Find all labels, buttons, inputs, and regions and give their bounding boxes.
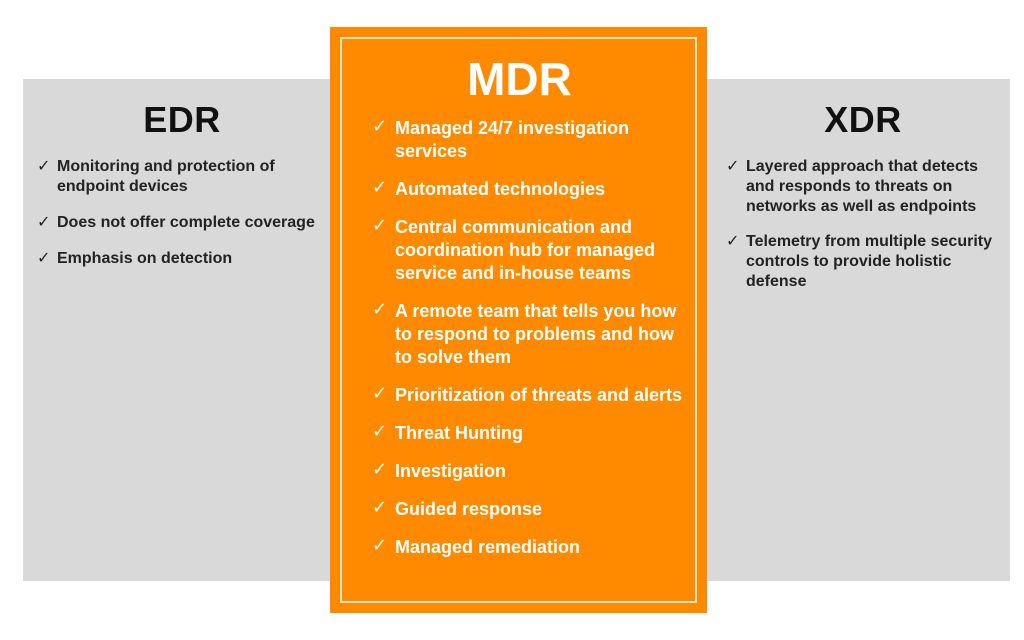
mdr-feature-text: Managed 24/7 investigation services	[395, 118, 630, 161]
xdr-feature-text: Telemetry from multiple security control…	[746, 233, 992, 290]
mdr-feature-text: Threat Hunting	[395, 423, 523, 443]
xdr-feature-text: Layered approach that detects and respon…	[746, 158, 979, 215]
mdr-feature-item: ✓ Investigation	[372, 459, 687, 483]
mdr-feature-item: ✓ A remote team that tells you how to res…	[372, 299, 687, 369]
mdr-feature-item: ✓ Managed remediation	[372, 535, 687, 559]
mdr-feature-text: Investigation	[395, 461, 507, 481]
mdr-feature-item: ✓ Automated technologies	[372, 177, 687, 201]
edr-feature-list: ✓ Monitoring and protection of endpoint d…	[37, 157, 317, 269]
check-icon: ✓	[372, 299, 388, 319]
mdr-feature-text: Automated technologies	[395, 179, 606, 199]
mdr-feature-text: Guided response	[395, 499, 543, 519]
edr-panel: EDR ✓ Monitoring and protection of endpoi…	[23, 79, 331, 581]
mdr-title: MDR	[467, 53, 572, 105]
mdr-feature-item: ✓ Prioritization of threats and alerts	[372, 383, 687, 407]
check-icon: ✓	[372, 116, 388, 136]
mdr-panel: MDR ✓ Managed 24/7 investigation services…	[330, 27, 707, 613]
check-icon: ✓	[37, 214, 51, 231]
mdr-feature-item: ✓ Managed 24/7 investigation services	[372, 116, 687, 163]
edr-feature-text: Emphasis on detection	[57, 250, 233, 267]
check-icon: ✓	[372, 535, 388, 555]
mdr-panel-frame: MDR ✓ Managed 24/7 investigation services…	[340, 37, 697, 603]
mdr-feature-list: ✓ Managed 24/7 investigation services ✓ Au…	[372, 116, 687, 559]
edr-feature-text: Does not offer complete coverage	[57, 214, 315, 231]
mdr-feature-text: Central communication and coordination h…	[395, 217, 655, 283]
check-icon: ✓	[37, 250, 51, 267]
mdr-feature-item: ✓ Guided response	[372, 497, 687, 521]
mdr-feature-text: Managed remediation	[395, 537, 581, 557]
check-icon: ✓	[726, 158, 740, 175]
xdr-panel: XDR ✓ Layered approach that detects and r…	[706, 79, 1010, 581]
edr-feature-item: ✓ Monitoring and protection of endpoint d…	[37, 157, 317, 197]
edr-feature-item: ✓ Emphasis on detection	[37, 249, 317, 269]
edr-feature-text: Monitoring and protection of endpoint de…	[57, 158, 275, 195]
xdr-feature-item: ✓ Telemetry from multiple security contro…	[726, 232, 1000, 292]
check-icon: ✓	[372, 383, 388, 403]
mdr-feature-item: ✓ Threat Hunting	[372, 421, 687, 445]
check-icon: ✓	[372, 215, 388, 235]
edr-title: EDR	[143, 99, 221, 140]
check-icon: ✓	[372, 421, 388, 441]
check-icon: ✓	[372, 497, 388, 517]
check-icon: ✓	[372, 459, 388, 479]
mdr-feature-text: A remote team that tells you how to resp…	[395, 301, 677, 367]
check-icon: ✓	[372, 177, 388, 197]
edr-feature-item: ✓ Does not offer complete coverage	[37, 213, 317, 233]
xdr-feature-list: ✓ Layered approach that detects and respo…	[726, 157, 1000, 292]
xdr-title: XDR	[824, 99, 902, 140]
xdr-feature-item: ✓ Layered approach that detects and respo…	[726, 157, 1000, 217]
check-icon: ✓	[726, 233, 740, 250]
mdr-feature-item: ✓ Central communication and coordination …	[372, 215, 687, 285]
mdr-feature-text: Prioritization of threats and alerts	[395, 385, 683, 405]
check-icon: ✓	[37, 158, 51, 175]
